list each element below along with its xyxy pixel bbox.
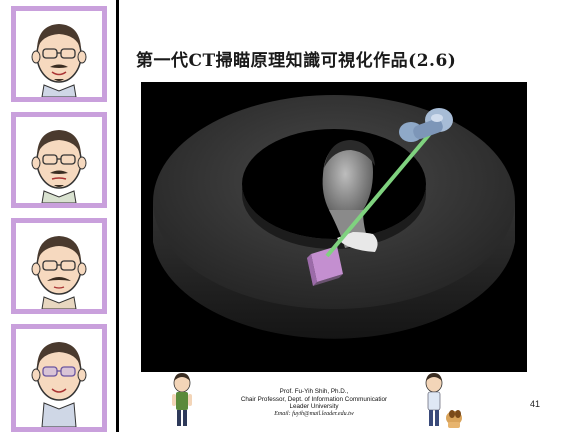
patient-head [322, 142, 373, 222]
caricature-face-icon [31, 24, 87, 97]
caricature-face-icon [31, 236, 87, 309]
author-university: Leader University [289, 403, 339, 410]
slide-number: 41 [530, 399, 541, 409]
caricature-face-icon [31, 130, 87, 203]
mascot-figure-icon [172, 373, 192, 426]
divider-line [116, 0, 119, 432]
detector-block [311, 246, 343, 282]
author-name: Prof. Fu-Yih Shih, Ph.D., [279, 388, 349, 395]
author-email: Email: fuyih@mail.leader.edu.tw [274, 410, 354, 417]
author-credits: Prof. Fu-Yih Shih, Ph.D., Chair Professo… [206, 388, 422, 418]
portrait-tile-3 [11, 218, 107, 314]
author-position: Chair Professor, Dept. of Information Co… [240, 395, 388, 403]
portrait-tile-4 [11, 324, 107, 432]
slide-title: 第一代CT掃瞄原理知識可視化作品(2.6) [136, 51, 457, 71]
portrait-tile-2 [11, 112, 107, 208]
portrait-tile-1 [11, 6, 107, 102]
mascot-with-dog-icon [425, 373, 462, 428]
portrait-strip [0, 0, 116, 432]
ct-scanner-render [141, 82, 527, 372]
xray-beam [325, 128, 435, 258]
ct-gantry-illustration [153, 95, 515, 339]
caricature-face-icon [31, 342, 87, 427]
